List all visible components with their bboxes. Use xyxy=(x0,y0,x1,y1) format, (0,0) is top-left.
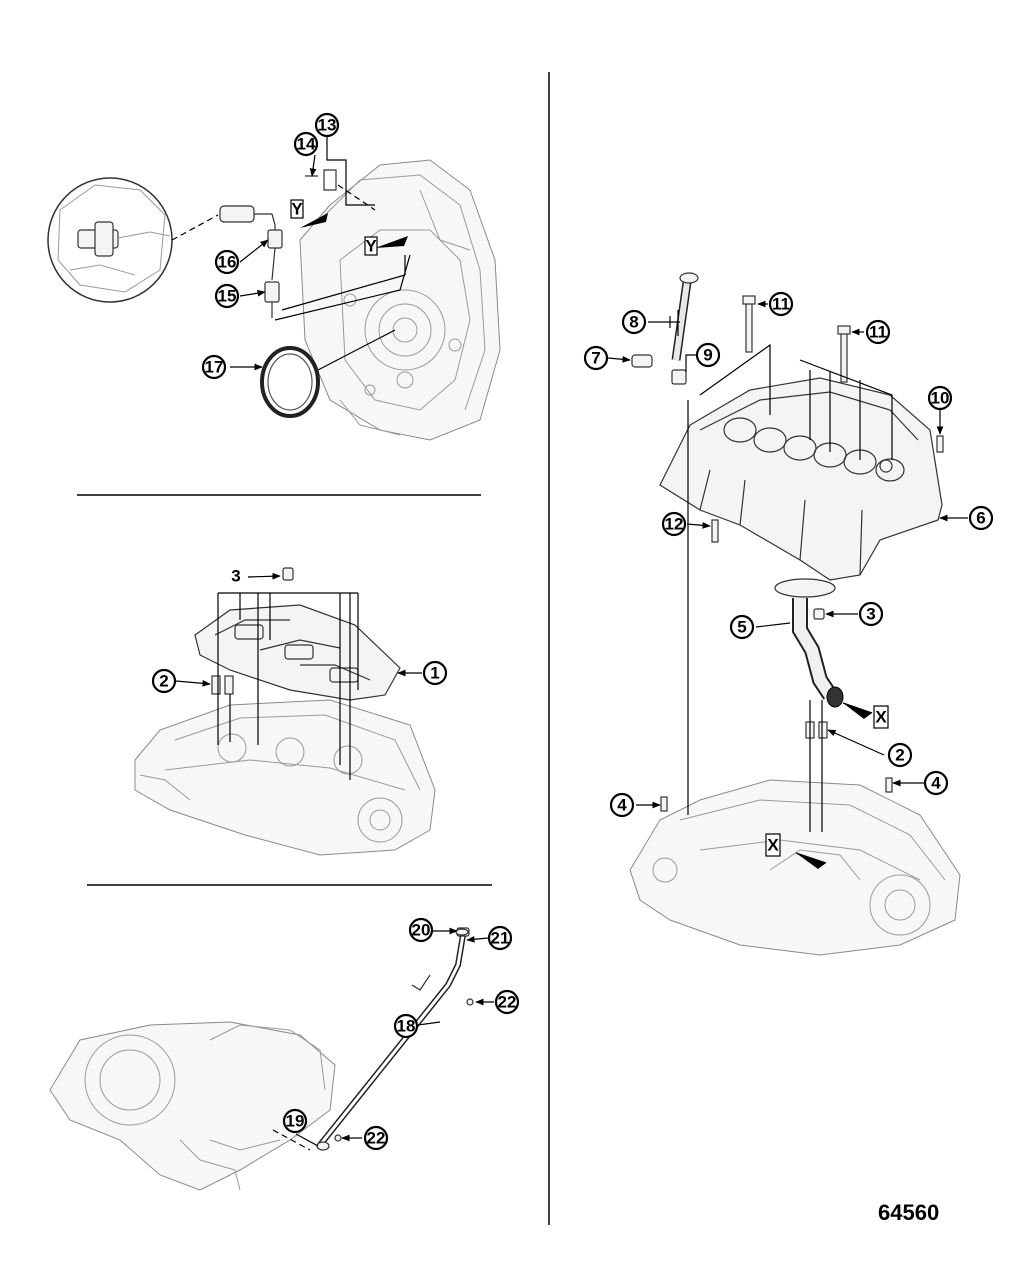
svg-text:Y: Y xyxy=(365,237,377,256)
sensor-detail-inset xyxy=(47,177,219,303)
callout-7: 7 xyxy=(583,345,609,371)
callout-14: 14 xyxy=(293,131,319,157)
engine-block-bottom-view xyxy=(134,699,436,856)
callout-2-left: 2 xyxy=(151,668,177,694)
windage-tray xyxy=(194,604,401,701)
svg-text:14: 14 xyxy=(297,135,316,154)
reference-letter-x-2: X xyxy=(765,833,781,857)
callout-18: 18 xyxy=(393,1013,419,1039)
callout-4-left: 4 xyxy=(609,792,635,818)
callout-9: 9 xyxy=(695,342,721,368)
svg-text:16: 16 xyxy=(218,253,237,272)
rear-main-seal xyxy=(260,329,396,418)
engine-block-rear-view xyxy=(299,159,501,441)
y-arrow-1 xyxy=(300,213,328,228)
svg-text:20: 20 xyxy=(412,921,431,940)
svg-text:3: 3 xyxy=(231,567,240,586)
y-arrow-2 xyxy=(375,236,408,248)
speed-sensor-harness xyxy=(219,169,376,318)
callout-11-left: 11 xyxy=(768,291,794,317)
svg-text:21: 21 xyxy=(491,929,510,948)
svg-text:4: 4 xyxy=(931,774,941,793)
callout-20: 20 xyxy=(408,917,434,943)
baffle-studs xyxy=(211,567,294,695)
svg-text:15: 15 xyxy=(218,287,237,306)
callout-21: 21 xyxy=(487,925,513,951)
oil-pickup-tube xyxy=(774,578,844,739)
svg-text:9: 9 xyxy=(703,346,712,365)
callout-2-right: 2 xyxy=(887,742,913,768)
callout-22-bottom: 22 xyxy=(363,1125,389,1151)
callout-16: 16 xyxy=(214,249,240,275)
svg-text:Y: Y xyxy=(291,200,303,219)
callout-1: 1 xyxy=(422,660,448,686)
callout-17: 17 xyxy=(201,354,227,380)
engine-block-right-view xyxy=(629,777,961,956)
dipstick-and-tube xyxy=(631,272,699,385)
callout-13: 13 xyxy=(314,112,340,138)
svg-text:3: 3 xyxy=(866,605,875,624)
svg-text:18: 18 xyxy=(397,1017,416,1036)
svg-text:12: 12 xyxy=(665,515,684,534)
callout-3-plain-left: 3 xyxy=(231,567,240,586)
figure-number: 64560 xyxy=(878,1200,940,1225)
callout-3-right: 3 xyxy=(858,601,884,627)
svg-text:8: 8 xyxy=(629,313,638,332)
callout-12: 12 xyxy=(661,511,687,537)
engine-side-view xyxy=(49,1021,336,1191)
svg-text:19: 19 xyxy=(286,1112,305,1131)
x-arrow-2 xyxy=(796,853,826,869)
svg-text:17: 17 xyxy=(205,358,224,377)
svg-text:7: 7 xyxy=(591,349,600,368)
svg-text:13: 13 xyxy=(318,116,337,135)
callout-19: 19 xyxy=(282,1108,308,1134)
oil-pan-bolts xyxy=(711,295,944,543)
svg-text:10: 10 xyxy=(931,389,950,408)
svg-text:11: 11 xyxy=(772,295,790,314)
callout-5: 5 xyxy=(729,614,755,640)
callout-10: 10 xyxy=(927,385,953,411)
callout-6: 6 xyxy=(968,505,994,531)
svg-text:11: 11 xyxy=(869,323,887,342)
svg-text:1: 1 xyxy=(430,664,439,683)
svg-text:22: 22 xyxy=(367,1129,386,1148)
reference-letter-x-1: X xyxy=(873,705,889,729)
dipstick-tube xyxy=(316,927,474,1151)
reference-letter-y-2: Y xyxy=(364,236,378,256)
x-arrow-1 xyxy=(843,703,872,719)
svg-text:4: 4 xyxy=(617,796,627,815)
reference-letter-y-1: Y xyxy=(290,199,304,219)
svg-text:6: 6 xyxy=(976,509,985,528)
callout-8: 8 xyxy=(621,309,647,335)
svg-text:2: 2 xyxy=(895,746,904,765)
svg-text:2: 2 xyxy=(159,672,168,691)
callout-15: 15 xyxy=(214,283,240,309)
callout-4-right: 4 xyxy=(923,770,949,796)
svg-text:X: X xyxy=(767,836,779,855)
callout-11-right: 11 xyxy=(865,319,891,345)
callout-22-top: 22 xyxy=(494,989,520,1015)
svg-text:5: 5 xyxy=(737,618,746,637)
oil-pan xyxy=(659,377,943,581)
svg-text:22: 22 xyxy=(498,993,517,1012)
svg-text:X: X xyxy=(875,708,887,727)
